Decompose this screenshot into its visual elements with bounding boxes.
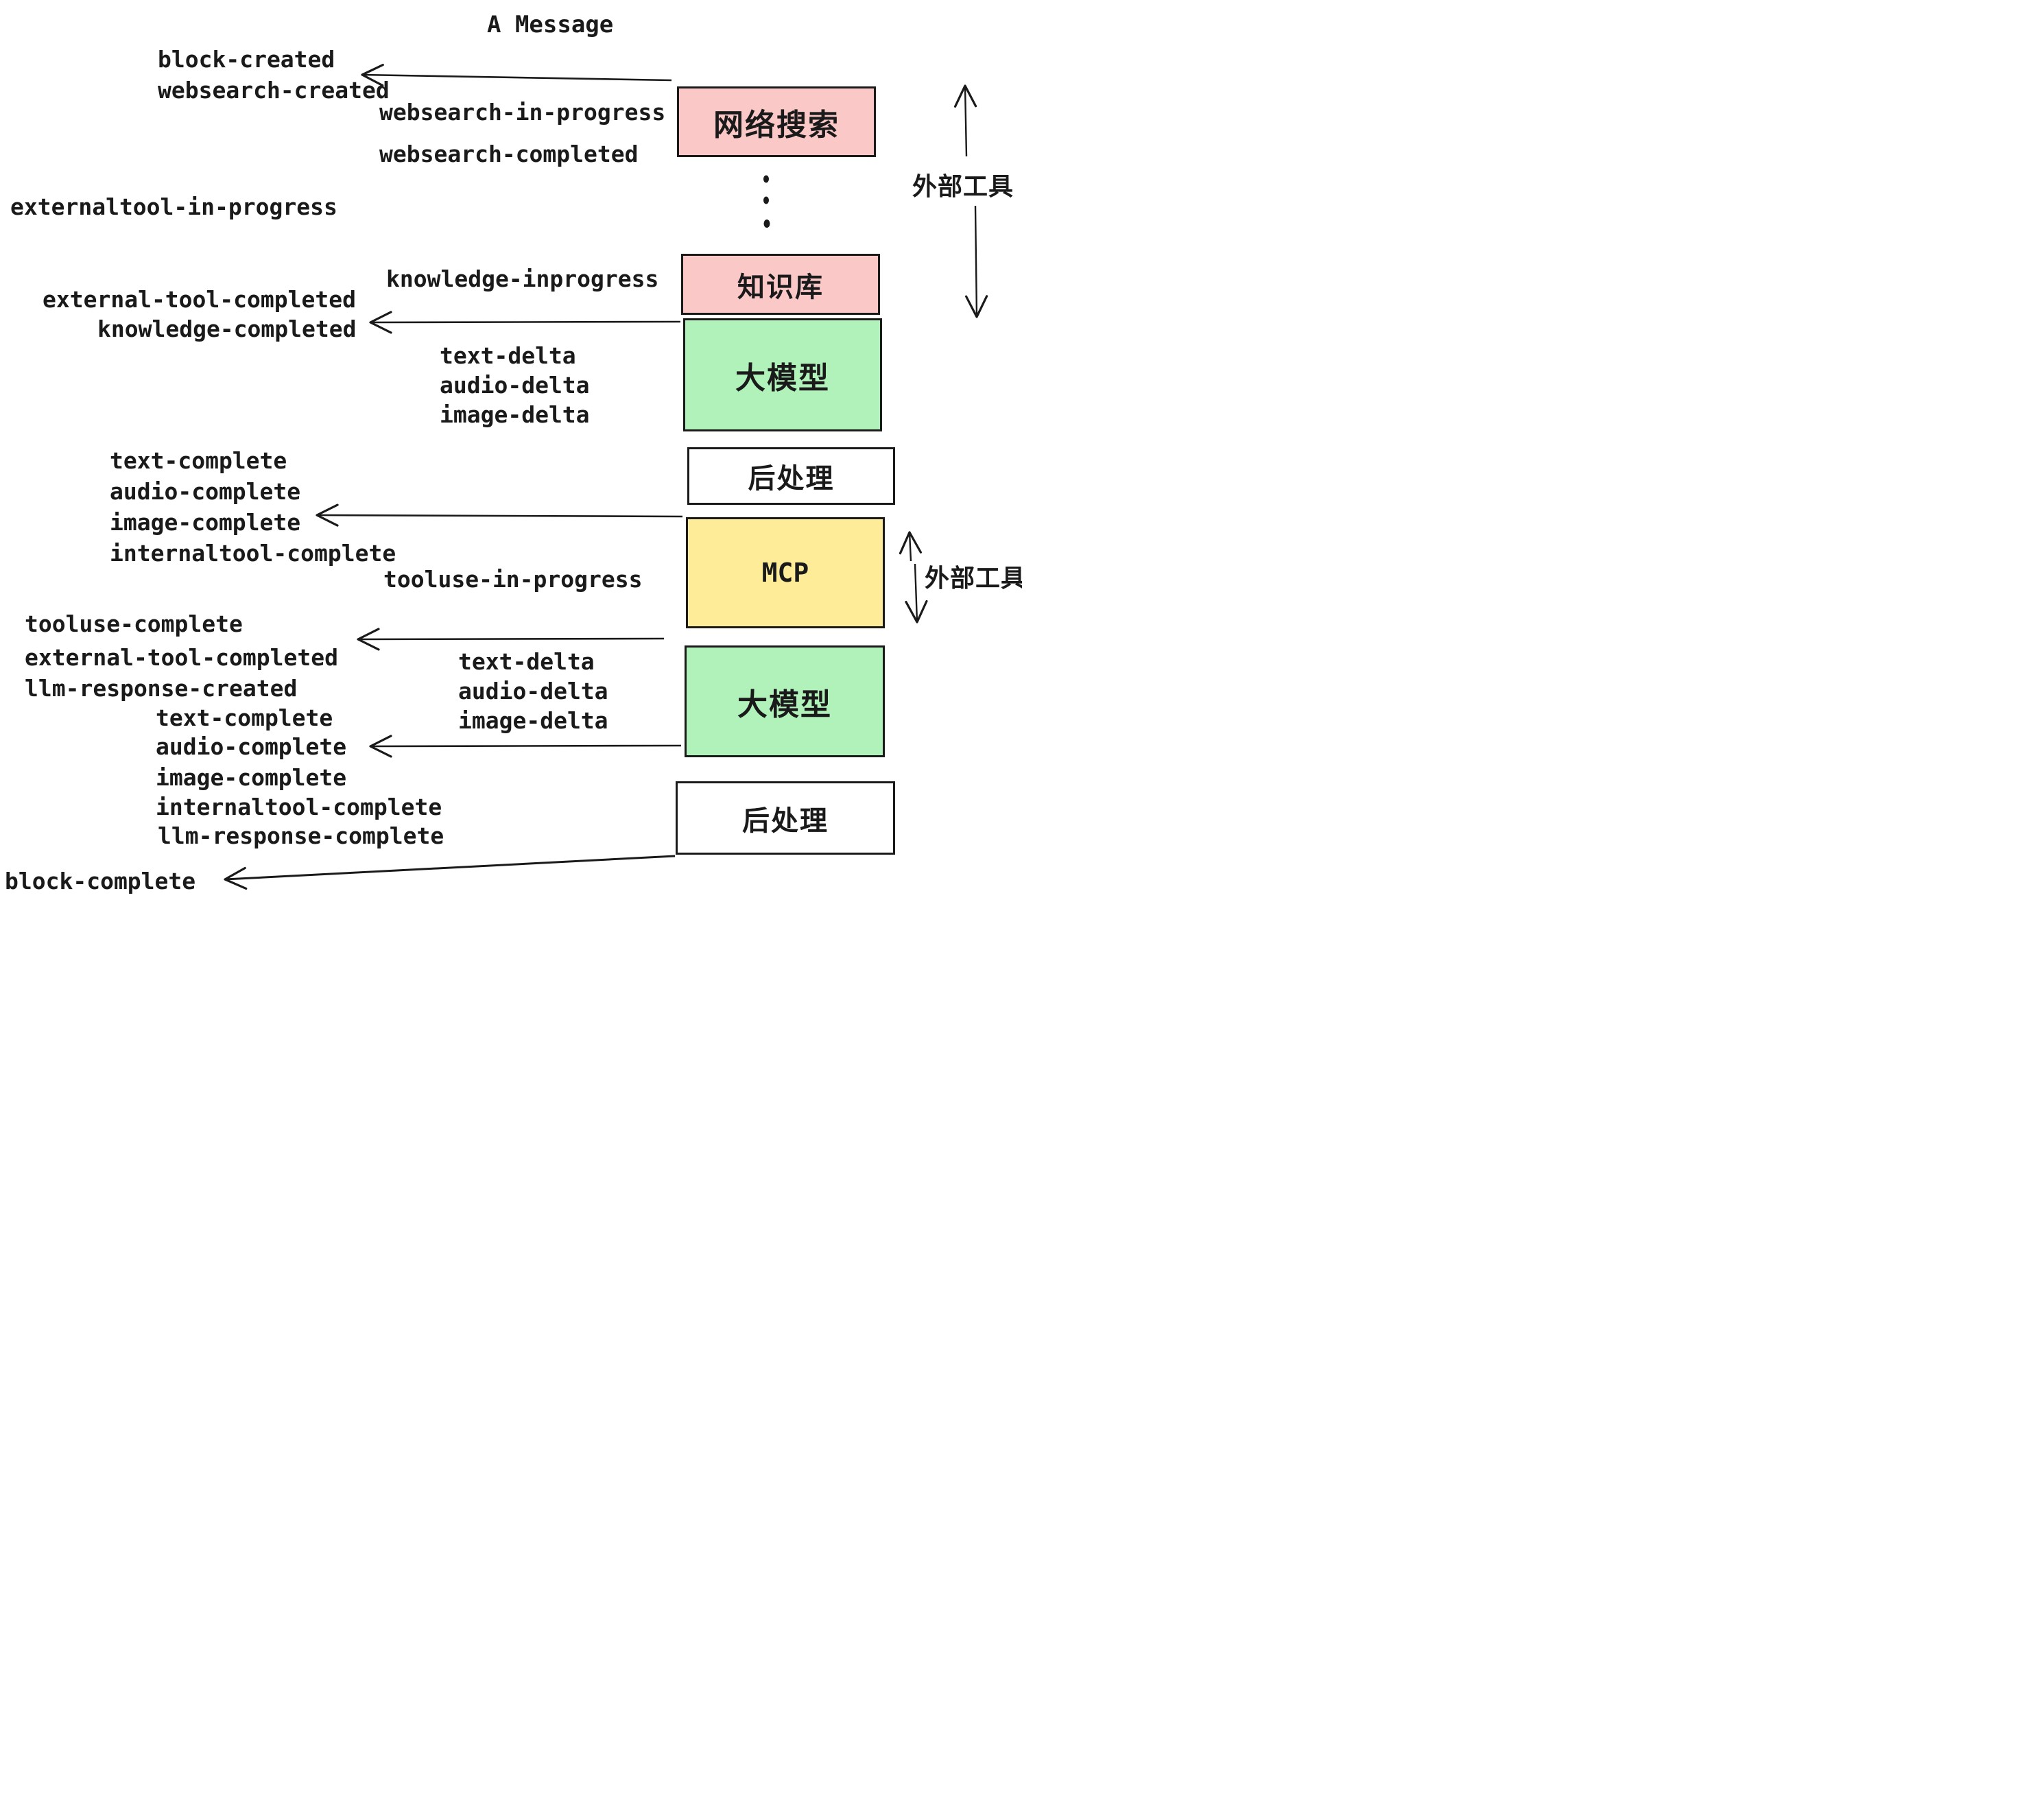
event-image-delta-2: image-delta xyxy=(458,707,608,734)
box-llm-2-label: 大模型 xyxy=(737,687,832,722)
external-tools-top-down-arrow xyxy=(965,205,988,318)
arrow-to-block-created xyxy=(361,63,672,87)
box-llm-2: 大模型 xyxy=(685,645,885,757)
event-image-delta-1: image-delta xyxy=(440,401,590,428)
box-knowledge: 知识库 xyxy=(681,254,880,315)
event-internaltool-complete-2: internaltool-complete xyxy=(156,794,442,820)
event-block-complete: block-complete xyxy=(5,868,196,894)
diagram-title: A Message xyxy=(487,11,614,38)
event-internaltool-complete-1: internaltool-complete xyxy=(110,540,396,567)
event-llm-response-complete: llm-response-complete xyxy=(158,822,444,849)
box-knowledge-label: 知识库 xyxy=(737,271,824,303)
event-tooluse-complete: tooluse-complete xyxy=(25,610,243,637)
box-post-2-label: 后处理 xyxy=(742,805,829,837)
event-websearch-completed: websearch-completed xyxy=(379,141,639,167)
external-tools-mid-up-arrow xyxy=(899,531,923,562)
event-knowledge-inprogress: knowledge-inprogress xyxy=(386,265,659,292)
event-image-complete-2: image-complete xyxy=(156,764,347,791)
event-external-tool-completed-2: external-tool-completed xyxy=(25,644,338,671)
event-image-complete-1: image-complete xyxy=(110,509,301,536)
event-externaltool-in-progress: externaltool-in-progress xyxy=(10,193,337,220)
event-llm-response-created: llm-response-created xyxy=(25,675,298,702)
box-websearch-label: 网络搜索 xyxy=(713,107,840,143)
box-post-1: 后处理 xyxy=(687,447,895,505)
ellipsis-dots xyxy=(763,175,770,228)
diagram-canvas: A Message 网络搜索 知识库 大模型 后处理 MCP 大模型 后处理 外… xyxy=(0,0,1022,902)
box-mcp-label: MCP xyxy=(761,558,809,588)
external-tools-top-label: 外部工具 xyxy=(912,173,1014,201)
box-websearch: 网络搜索 xyxy=(677,86,876,157)
event-websearch-created: websearch-created xyxy=(158,77,390,104)
external-tools-mid-label: 外部工具 xyxy=(925,565,1022,593)
event-text-complete-1: text-complete xyxy=(110,447,287,474)
external-tools-top-up-arrow xyxy=(953,84,977,157)
event-audio-delta-1: audio-delta xyxy=(440,372,590,399)
event-external-tool-completed-1: external-tool-completed xyxy=(43,286,356,313)
arrow-to-image-complete xyxy=(316,503,683,527)
event-text-complete-2: text-complete xyxy=(156,704,333,731)
event-audio-complete-2: audio-complete xyxy=(156,733,347,760)
event-knowledge-completed: knowledge-completed xyxy=(97,316,357,342)
box-mcp: MCP xyxy=(686,517,885,628)
event-text-delta-1: text-delta xyxy=(440,342,576,369)
event-audio-complete-1: audio-complete xyxy=(110,478,301,505)
external-tools-mid-down-arrow xyxy=(905,563,928,624)
box-post-1-label: 后处理 xyxy=(748,463,835,495)
box-post-2: 后处理 xyxy=(676,781,895,855)
event-websearch-in-progress: websearch-in-progress xyxy=(379,99,666,126)
event-audio-delta-2: audio-delta xyxy=(458,678,608,704)
box-llm-1: 大模型 xyxy=(683,318,882,431)
arrow-to-block-complete xyxy=(224,855,676,890)
event-block-created: block-created xyxy=(158,46,335,73)
event-text-delta-2: text-delta xyxy=(458,648,595,675)
box-llm-1-label: 大模型 xyxy=(735,360,830,396)
event-tooluse-in-progress: tooluse-in-progress xyxy=(383,566,643,593)
